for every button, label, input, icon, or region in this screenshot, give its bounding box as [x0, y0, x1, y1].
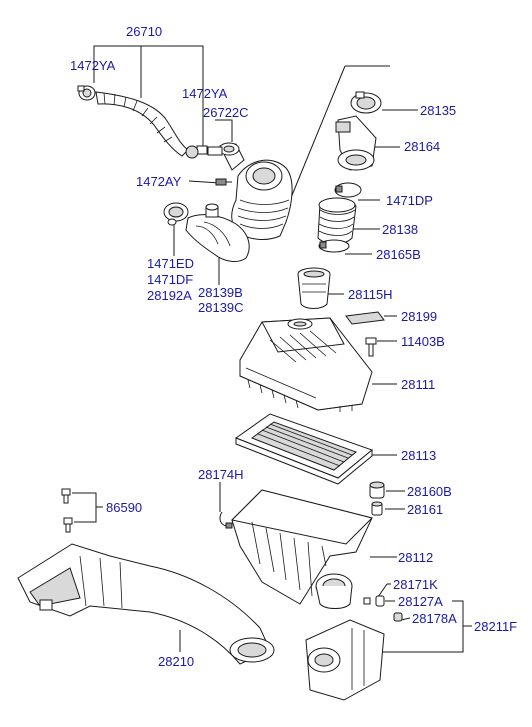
label-28199[interactable]: 28199	[401, 309, 438, 324]
label-28210[interactable]: 28210	[158, 654, 195, 669]
label-28135[interactable]: 28135	[420, 103, 457, 118]
air-filter-28113	[234, 413, 374, 485]
label-11403b[interactable]: 11403B	[401, 334, 445, 349]
label-28111[interactable]: 28111	[401, 377, 436, 392]
label-28164[interactable]: 28164	[404, 139, 441, 154]
label-28174h[interactable]: 28174H	[198, 467, 244, 482]
label-28171k[interactable]: 28171K	[393, 577, 438, 592]
label-1472ya-right[interactable]: 1472YA	[182, 86, 228, 101]
cleaner-cover-28111	[239, 311, 385, 412]
label-28211f[interactable]: 28211F	[474, 619, 518, 634]
resonator-28211f	[305, 595, 403, 701]
label-28139c[interactable]: 28139C	[198, 300, 244, 315]
label-28139b[interactable]: 28139B	[198, 285, 243, 300]
label-1471ed[interactable]: 1471ED	[147, 256, 194, 271]
label-26710[interactable]: 26710	[126, 24, 163, 39]
label-28178a[interactable]: 28178A	[412, 611, 457, 626]
label-1471dp[interactable]: 1471DP	[386, 193, 433, 208]
label-28113[interactable]: 28113	[401, 448, 437, 463]
label-28165b[interactable]: 28165B	[376, 247, 421, 262]
sensor-stack	[297, 91, 382, 309]
hose-assembly-26710	[77, 85, 245, 186]
label-1471df[interactable]: 1471DF	[147, 272, 194, 287]
label-28138[interactable]: 28138	[382, 222, 419, 237]
label-28127a[interactable]: 28127A	[398, 594, 443, 609]
label-86590[interactable]: 86590	[106, 500, 143, 515]
label-28161[interactable]: 28161	[407, 502, 444, 517]
label-26722c[interactable]: 26722C	[203, 105, 249, 120]
intake-duct-28139	[163, 159, 293, 262]
label-28112[interactable]: 28112	[398, 550, 434, 565]
label-28160b[interactable]: 28160B	[407, 484, 452, 499]
label-28192a[interactable]: 28192A	[147, 288, 192, 303]
label-1472ay[interactable]: 1472AY	[136, 174, 182, 189]
label-1472ya-left[interactable]: 1472YA	[70, 58, 116, 73]
intake-duct-28210	[17, 488, 275, 665]
cleaner-body-28112	[219, 481, 385, 609]
label-28115h[interactable]: 28115H	[348, 287, 393, 302]
